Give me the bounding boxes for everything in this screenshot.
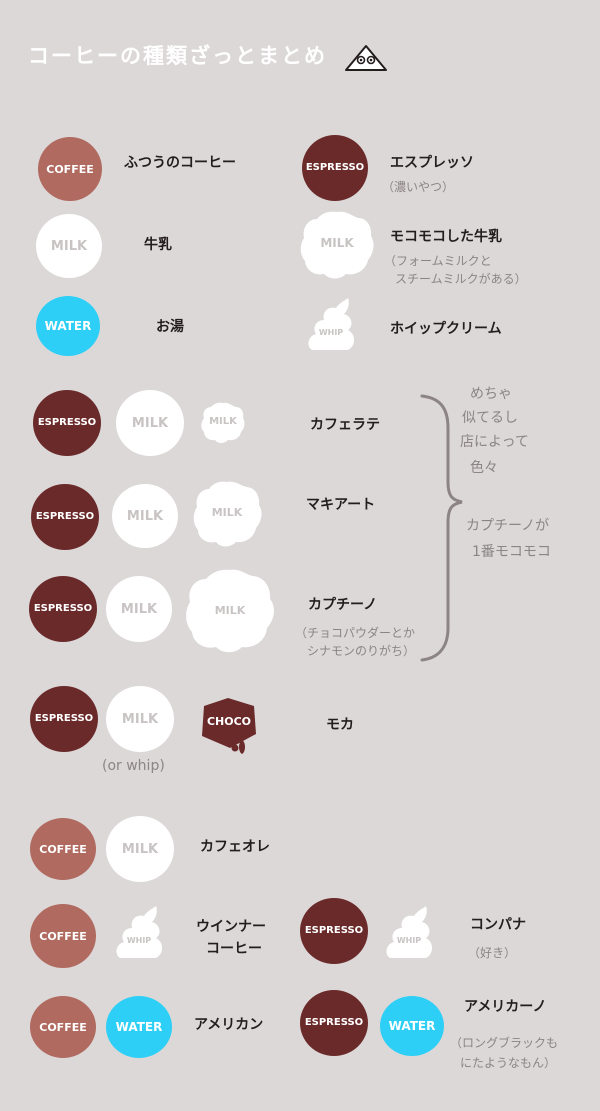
side-note-5: カプチーノが <box>466 518 550 534</box>
side-note-3: 店によって <box>460 434 529 450</box>
macchiato-milk-blob: MILK <box>112 484 178 548</box>
foam-note-2: スチームミルクがある） <box>395 272 527 286</box>
vienna-label-2: コーヒー <box>206 941 262 957</box>
side-note-2: 似てるし <box>462 410 518 426</box>
macchiato-espresso-blob: ESPRESSO <box>31 484 99 550</box>
americano-water-blob: WATER <box>380 996 444 1056</box>
water-blob-text: WATER <box>44 319 92 333</box>
mocha-milk-text: MILK <box>121 711 159 727</box>
macchiato-espresso-text: ESPRESSO <box>35 511 95 522</box>
american-label: アメリカン <box>194 1017 264 1033</box>
conpanna-whip-text: WHIP <box>396 936 422 945</box>
mocha-espresso-blob: ESPRESSO <box>30 686 98 752</box>
macchiato-foam-blob: MILK <box>190 478 264 548</box>
water-label: お湯 <box>156 319 184 335</box>
latte-milk-blob: MILK <box>116 390 184 456</box>
foam-milk-blob: MILK <box>298 208 376 280</box>
whip-label: ホイップクリーム <box>390 321 502 337</box>
american-water-text: WATER <box>115 1020 163 1034</box>
choco-text: CHOCO <box>206 715 252 728</box>
espresso-blob-text: ESPRESSO <box>305 162 365 173</box>
whip-blob: WHIP <box>306 296 356 354</box>
macchiato-milk-text: MILK <box>126 508 164 524</box>
milk-blob: MILK <box>36 214 102 278</box>
latte-espresso-text: ESPRESSO <box>37 417 97 428</box>
foam-label: モコモコした牛乳 <box>390 229 502 245</box>
american-coffee-text: COFFEE <box>39 1020 87 1034</box>
mocha-label: モカ <box>326 717 354 733</box>
title-text: コーヒーの種類ざっとまとめ <box>28 44 327 68</box>
coffee-blob-text: COFFEE <box>46 162 94 176</box>
foam-milk-text: MILK <box>320 236 354 250</box>
macchiato-foam-text: MILK <box>211 506 243 519</box>
mocha-milk-blob: MILK <box>106 686 174 752</box>
latte-label: カフェラテ <box>310 417 380 433</box>
milk-label: 牛乳 <box>144 237 172 253</box>
page-title: コーヒーの種類ざっとまとめ <box>28 40 390 72</box>
americano-note-1: （ロングブラックも <box>450 1036 559 1050</box>
conpanna-espresso-blob: ESPRESSO <box>300 898 368 964</box>
foam-note-1: （フォームミルクと <box>384 254 492 268</box>
cappuccino-label: カプチーノ <box>308 597 378 613</box>
side-note-4: 色々 <box>470 460 498 476</box>
conpanna-note: （好き） <box>468 946 517 960</box>
americano-espresso-text: ESPRESSO <box>304 1017 364 1028</box>
vienna-whip-blob: WHIP <box>114 904 164 962</box>
cappuccino-note-2: シナモンのりがち） <box>307 644 416 658</box>
americano-label: アメリカーノ <box>464 999 547 1015</box>
american-water-blob: WATER <box>106 996 172 1058</box>
milk-blob-text: MILK <box>50 238 88 254</box>
conpanna-espresso-text: ESPRESSO <box>304 925 364 936</box>
americano-espresso-blob: ESPRESSO <box>300 990 368 1056</box>
cappuccino-espresso-blob: ESPRESSO <box>29 576 97 642</box>
espresso-label: エスプレッソ <box>390 155 474 171</box>
espresso-blob: ESPRESSO <box>302 135 368 201</box>
bracket-mark <box>418 392 464 664</box>
macchiato-label: マキアート <box>306 497 376 513</box>
aulait-coffee-text: COFFEE <box>39 842 87 856</box>
aulait-milk-blob: MILK <box>106 816 174 882</box>
espresso-note: （濃いやつ） <box>382 180 455 194</box>
cappuccino-foam-text: MILK <box>214 604 246 617</box>
coffee-label: ふつうのコーヒー <box>124 155 236 171</box>
conpanna-whip-blob: WHIP <box>384 904 434 962</box>
cappuccino-milk-blob: MILK <box>106 576 172 642</box>
cappuccino-foam-blob: MILK <box>182 566 278 656</box>
whip-text: WHIP <box>318 328 344 337</box>
choco-blob: CHOCO <box>198 696 260 758</box>
americano-note-2: にたようなもん） <box>460 1056 557 1070</box>
onigiri-icon <box>345 45 388 71</box>
latte-foam-text: MILK <box>209 416 237 427</box>
latte-milk-text: MILK <box>131 415 169 431</box>
american-coffee-blob: COFFEE <box>30 996 96 1058</box>
latte-espresso-blob: ESPRESSO <box>33 390 101 456</box>
mocha-note: (or whip) <box>102 758 165 774</box>
water-blob: WATER <box>36 296 100 356</box>
latte-foam-blob: MILK <box>200 400 246 444</box>
cappuccino-espresso-text: ESPRESSO <box>33 603 93 614</box>
coffee-blob: COFFEE <box>38 137 102 201</box>
vienna-coffee-text: COFFEE <box>39 929 87 943</box>
side-note-6: 1番モコモコ <box>472 544 551 560</box>
side-note-1: めちゃ <box>470 386 512 402</box>
aulait-coffee-blob: COFFEE <box>30 818 96 880</box>
mocha-espresso-text: ESPRESSO <box>34 713 94 724</box>
vienna-coffee-blob: COFFEE <box>30 904 96 968</box>
americano-water-text: WATER <box>388 1019 436 1033</box>
aulait-label: カフェオレ <box>200 839 270 855</box>
cappuccino-milk-text: MILK <box>120 601 158 617</box>
cappuccino-note-1: （チョコパウダーとか <box>295 626 416 640</box>
aulait-milk-text: MILK <box>121 841 159 857</box>
conpanna-label: コンパナ <box>470 917 526 933</box>
vienna-label-1: ウインナー <box>196 919 266 935</box>
vienna-whip-text: WHIP <box>126 936 152 945</box>
